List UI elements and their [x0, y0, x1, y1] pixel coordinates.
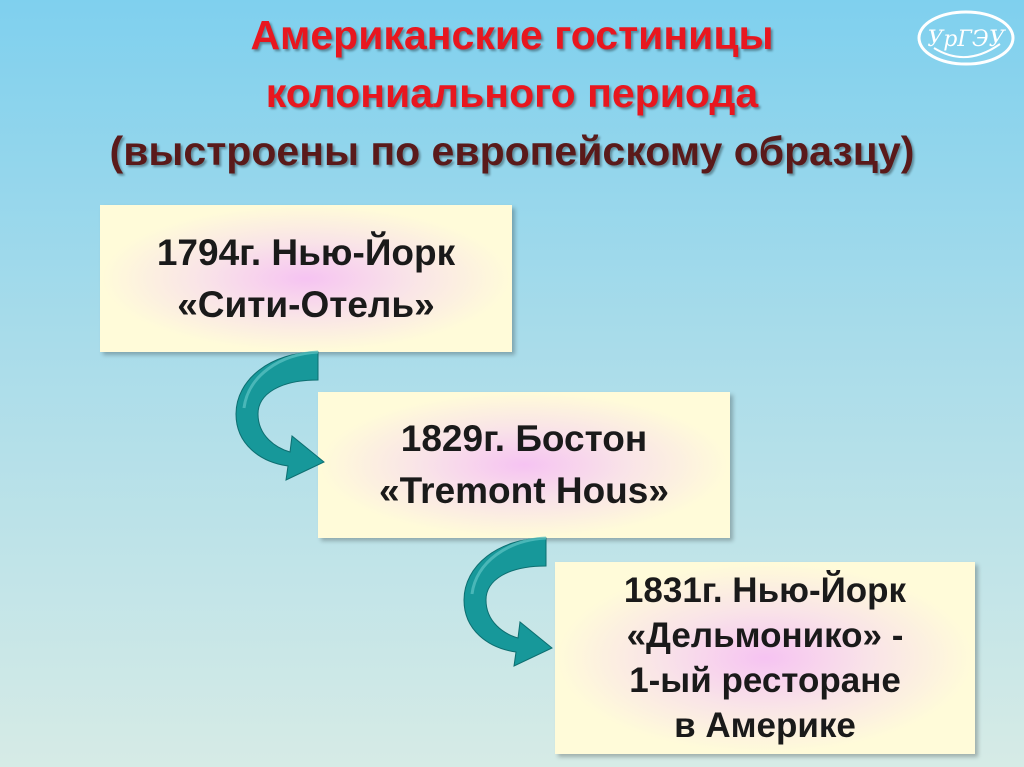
hotel-box-1794: 1794г. Нью-Йорк «Сити-Отель» — [100, 205, 512, 352]
hotel-3-name: «Дельмонико» - — [626, 616, 904, 655]
curved-arrow-icon — [463, 536, 553, 667]
hotel-3-year-city: 1831г. Нью-Йорк — [623, 571, 907, 610]
hotel-box-1829: 1829г. Бостон «Tremont Hous» — [318, 392, 730, 538]
hotel-1-year-city: 1794г. Нью-Йорк — [156, 231, 456, 273]
hotel-3-note-2: в Америке — [674, 706, 856, 745]
hotel-3-note-1: 1-ый ресторане — [629, 661, 901, 700]
title-line-2: колониального периода — [265, 70, 759, 116]
hotel-box-1831: 1831г. Нью-Йорк «Дельмонико» - 1-ый рест… — [555, 562, 975, 754]
curved-arrow-icon — [235, 350, 325, 481]
title-line-3: (выстроены по европейскому образцу) — [109, 128, 915, 174]
university-logo: УрГЭУ — [917, 10, 1015, 66]
hotel-2-year-city: 1829г. Бостон — [400, 418, 648, 459]
title-line-1: Американские гостиницы — [250, 12, 774, 58]
logo-text: УрГЭУ — [927, 27, 1006, 52]
hotel-1-name: «Сити-Отель» — [177, 283, 435, 325]
hotel-2-name: «Tremont Hous» — [379, 470, 669, 511]
slide-title: Американские гостиницы колониального пер… — [0, 6, 1024, 180]
